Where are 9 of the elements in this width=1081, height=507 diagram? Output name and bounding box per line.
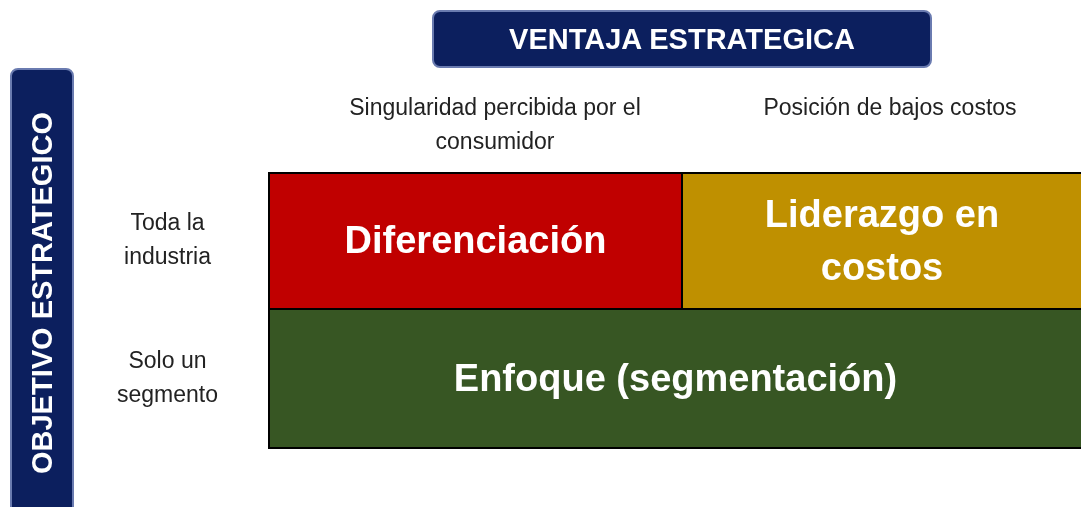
row-header: Solo un segmento	[116, 346, 219, 409]
row-header: Toda la industria	[123, 208, 212, 271]
column-header: Singularidad percibida por el consumidor	[348, 93, 642, 156]
strategy-cell: Enfoque (segmentación)	[268, 308, 1081, 449]
strategy-cell: Diferenciación	[268, 172, 683, 310]
title-banner: VENTAJA ESTRATEGICA	[432, 10, 932, 68]
column-header: Posición de bajos costos	[762, 93, 1018, 122]
strategy-cell: Liderazgo en costos	[681, 172, 1081, 310]
side-banner: OBJETIVO ESTRATEGICO	[10, 68, 74, 507]
